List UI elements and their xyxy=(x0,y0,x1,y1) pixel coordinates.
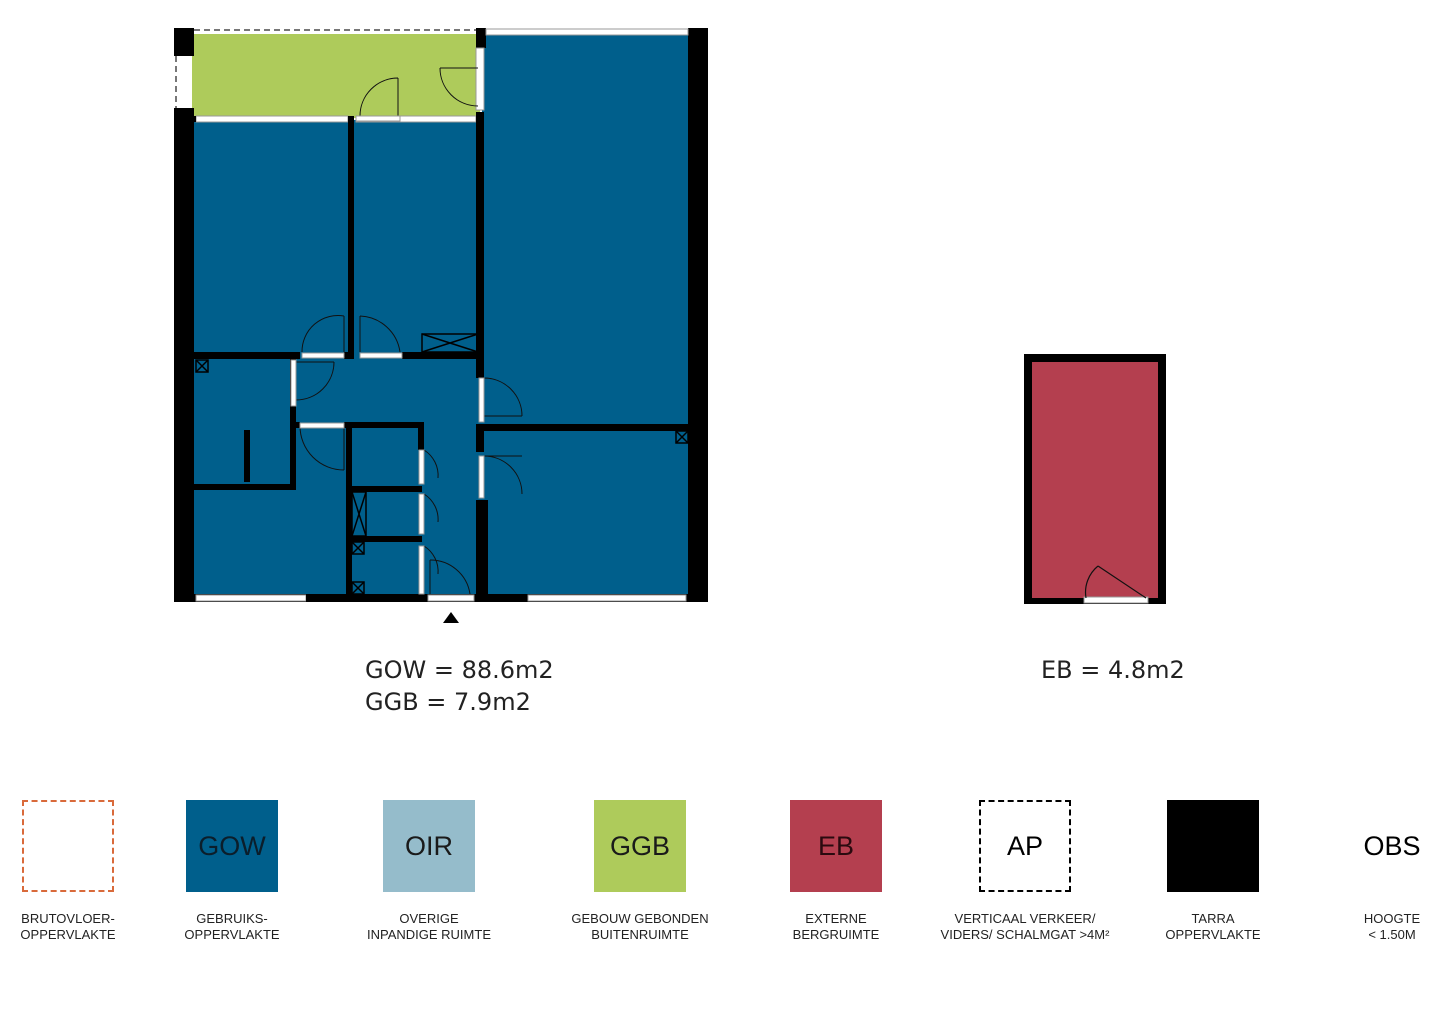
legend-label-line: VIDERS/ SCHALMGAT >4M² xyxy=(940,927,1110,942)
legend-label-line: OPPERVLAKTE xyxy=(20,927,116,942)
legend-label-line: VERTICAAL VERKEER/ xyxy=(954,911,1096,926)
shaft-symbols xyxy=(195,333,689,595)
legend-label-line: BUITENRUIMTE xyxy=(591,927,689,942)
legend-label-line: TARRA xyxy=(1191,911,1235,926)
triangle-up-icon xyxy=(443,612,459,623)
room-eb xyxy=(1032,362,1158,598)
legend-swatch-eb: EB xyxy=(790,800,882,892)
legend-swatch-obs: OBS xyxy=(1346,800,1438,892)
legend-swatch-tarra xyxy=(1167,800,1259,892)
legend-item: GOW GEBRUIKS-OPPERVLAKTE xyxy=(142,800,322,943)
legend-label-line: OPPERVLAKTE xyxy=(1165,927,1261,942)
eb-area-text: EB = 4.8m2 xyxy=(1041,656,1185,684)
legend-label-line: GEBRUIKS- xyxy=(196,911,268,926)
legend-label-line: EXTERNE xyxy=(805,911,867,926)
legend-label: HOOGTE< 1.50M xyxy=(1302,911,1440,943)
legend-label: VERTICAAL VERKEER/VIDERS/ SCHALMGAT >4M² xyxy=(935,911,1115,943)
legend-code: OBS xyxy=(1363,830,1421,861)
storage-door-opening xyxy=(1083,596,1149,604)
window xyxy=(195,115,349,123)
storage-door-swing xyxy=(1084,565,1147,599)
legend-label-line: OPPERVLAKTE xyxy=(184,927,280,942)
window xyxy=(195,594,307,602)
legend-label: GEBRUIKS-OPPERVLAKTE xyxy=(142,911,322,943)
legend-swatch-ap: AP xyxy=(979,800,1071,892)
interior-walls xyxy=(192,112,690,602)
legend-label-line: HOOGTE xyxy=(1363,911,1421,926)
legend-swatch-bvo xyxy=(22,800,114,892)
legend-label-line: BERGRUIMTE xyxy=(792,927,880,942)
legend-code: OIR xyxy=(404,830,453,861)
wall xyxy=(476,28,486,48)
floor-plan xyxy=(174,28,1166,623)
legend-label-line: OVERIGE xyxy=(399,911,459,926)
balcony-ggb xyxy=(192,34,480,118)
window xyxy=(475,47,485,111)
wall xyxy=(174,28,194,56)
legend-code: GOW xyxy=(198,830,266,861)
legend-item: OBS HOOGTE< 1.50M xyxy=(1302,800,1440,943)
legend-swatch-oir: OIR xyxy=(383,800,475,892)
legend-swatch-gow: GOW xyxy=(186,800,278,892)
front-door-opening xyxy=(427,594,475,602)
room-gow-living xyxy=(482,34,692,134)
legend-label-line: GEBOUW GEBONDEN xyxy=(571,911,709,926)
door-swings xyxy=(295,67,523,595)
wall xyxy=(174,108,194,602)
wall xyxy=(688,28,708,602)
legend-label-line: < 1.50M xyxy=(1368,927,1416,942)
window xyxy=(485,28,689,36)
legend-item: BRUTOVLOER-OPPERVLAKTE xyxy=(0,800,158,943)
legend-label: BRUTOVLOER-OPPERVLAKTE xyxy=(0,911,158,943)
gow-area-text: GOW = 88.6m2 xyxy=(365,656,554,684)
apartment-plan xyxy=(174,28,708,623)
legend-item: AP VERTICAAL VERKEER/VIDERS/ SCHALMGAT >4… xyxy=(935,800,1115,943)
legend-swatch-ggb: GGB xyxy=(594,800,686,892)
legend-label-line: INPANDIGE RUIMTE xyxy=(367,927,491,942)
door-leaves xyxy=(290,115,485,595)
legend-label-line: BRUTOVLOER- xyxy=(21,911,115,926)
legend-code: EB xyxy=(817,830,855,861)
ggb-area-text: GGB = 7.9m2 xyxy=(365,688,531,716)
storage-plan xyxy=(1024,354,1166,604)
legend-code: AP xyxy=(1006,830,1044,861)
window xyxy=(527,594,687,602)
legend-code: GGB xyxy=(609,830,670,861)
